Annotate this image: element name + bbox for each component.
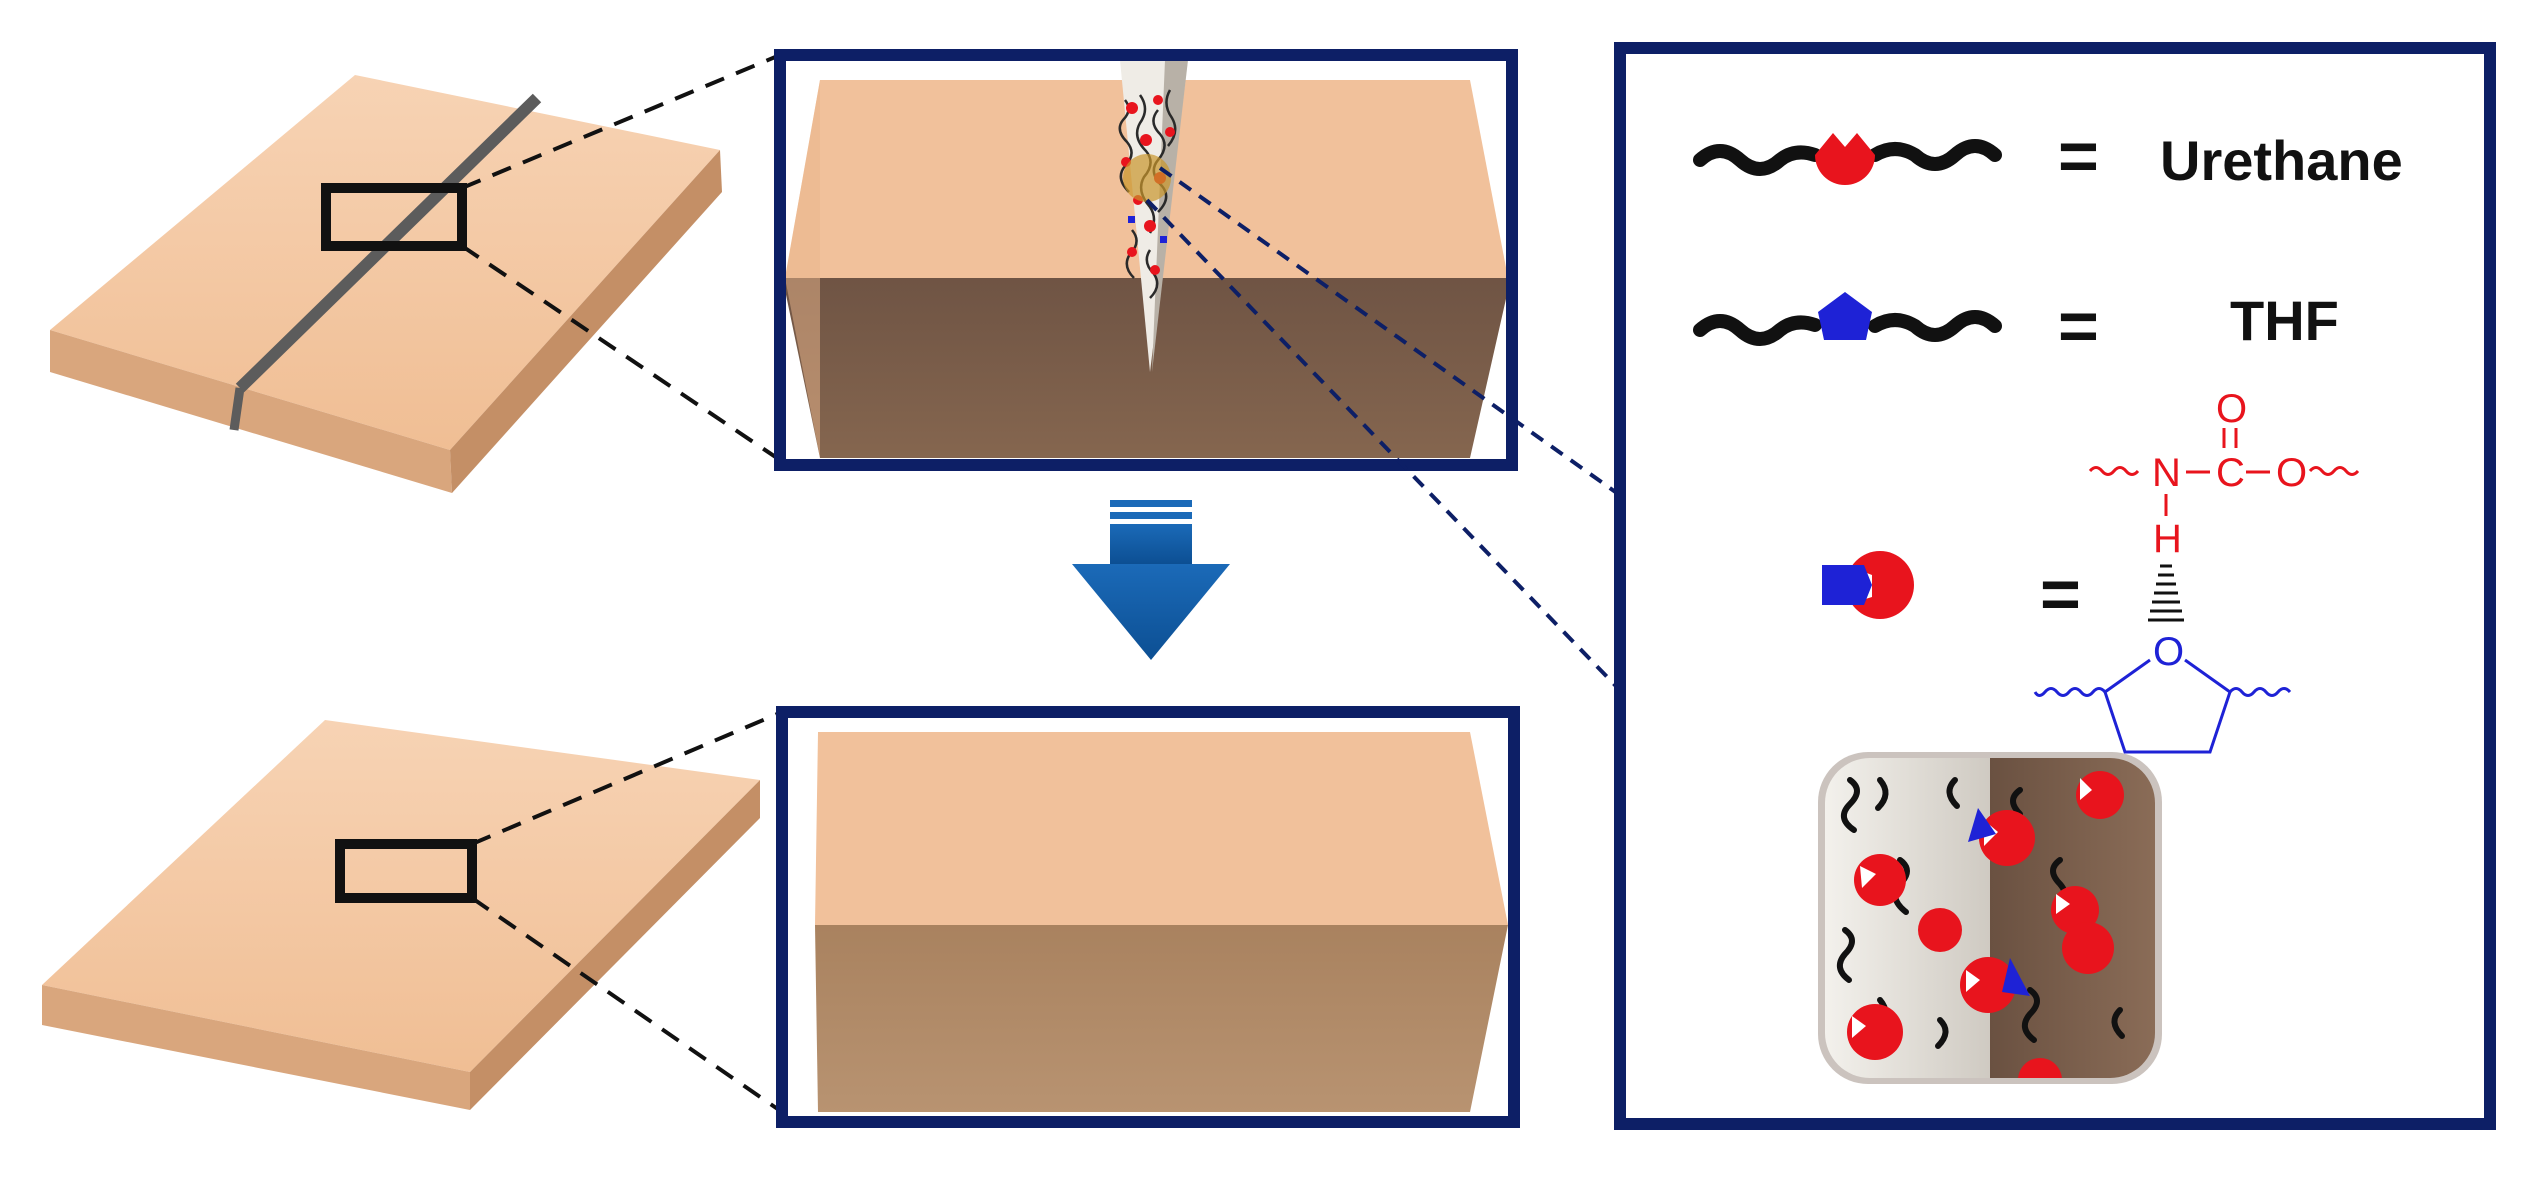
down-arrow-icon xyxy=(1072,500,1230,660)
cracked-slab xyxy=(50,75,722,493)
thf-chain-icon xyxy=(1693,292,2002,346)
urethane-carbon: C xyxy=(2216,451,2245,495)
healed-slab xyxy=(42,720,760,1110)
selection-box xyxy=(321,183,467,251)
hydrogen-bond-pair-icon xyxy=(1822,551,1914,619)
top-frame xyxy=(774,49,1518,471)
zoom-connectors-top xyxy=(460,53,782,462)
urethane-chain-icon xyxy=(1693,133,2002,185)
urethane-label: Urethane xyxy=(2160,129,2403,192)
zoom-focus-spot xyxy=(1123,154,1171,202)
urethane-thf-structure: N C O O H O xyxy=(2033,387,2360,754)
zoom-connectors-bottom xyxy=(470,710,784,1114)
urethane-hydrogen: H xyxy=(2153,517,2182,561)
selection-box xyxy=(335,839,477,903)
urethane-carbonyl-oxygen: O xyxy=(2216,387,2247,431)
molecular-zoom-view xyxy=(1818,752,2162,1084)
urethane-ester-oxygen: O xyxy=(2276,451,2307,495)
healed-block-panel xyxy=(776,706,1520,1128)
bottom-frame xyxy=(776,706,1520,1128)
thf-ring-oxygen: O xyxy=(2153,630,2184,674)
hbond-equals: = xyxy=(2040,555,2081,633)
thf-equals: = xyxy=(2058,287,2099,365)
thf-label: THF xyxy=(2230,289,2339,352)
cracked-block-panel xyxy=(774,49,1518,471)
urethane-nitrogen: N xyxy=(2152,451,2181,495)
urethane-equals: = xyxy=(2058,117,2099,195)
legend-panel: = Urethane = THF = N C O xyxy=(1614,42,2496,1130)
